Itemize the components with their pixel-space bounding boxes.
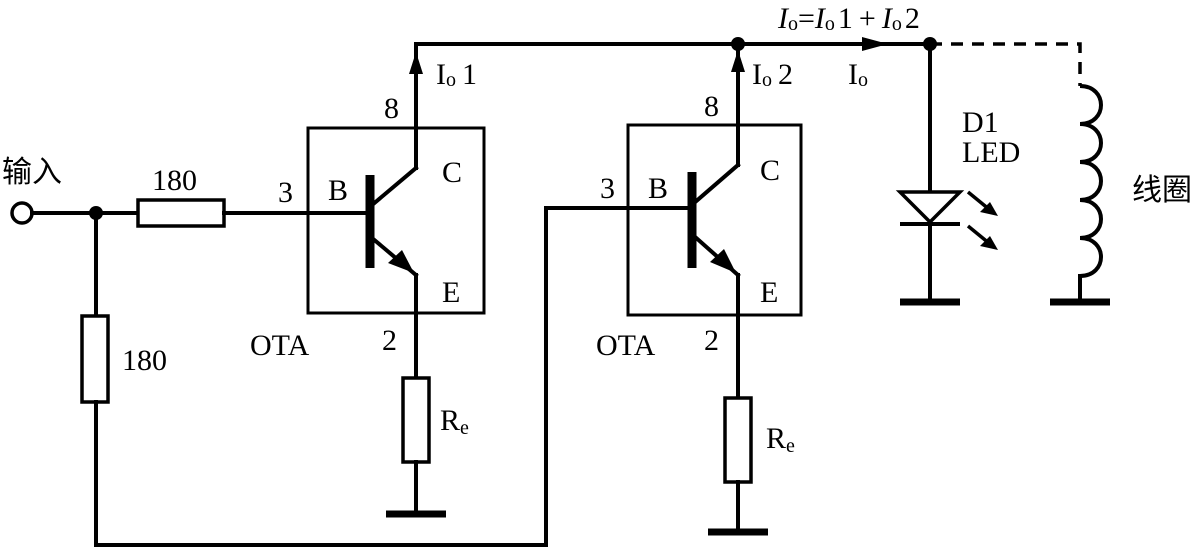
ota1-re-label: Re xyxy=(440,404,469,439)
ota2-emitter-resistor xyxy=(723,396,753,484)
ota2-current-arrow xyxy=(731,50,745,72)
ota2-e-label: E xyxy=(760,276,778,309)
ota1-c-label: C xyxy=(442,156,462,189)
ota2-pin-emitter: 2 xyxy=(704,324,719,357)
ota1-e-label: E xyxy=(442,276,460,309)
ota1-collector-leg xyxy=(369,165,419,208)
input-terminal xyxy=(10,201,34,225)
ota2-pin-base: 3 xyxy=(600,172,615,205)
ota2-box xyxy=(626,123,803,317)
coil-dashed-wire xyxy=(930,42,1082,86)
output-current-arrow xyxy=(862,37,888,51)
ota2-label: OTA xyxy=(596,329,656,362)
ota1-label: OTA xyxy=(250,329,310,362)
ota1-emitter-arrow xyxy=(388,250,414,273)
ota2-re-label: Re xyxy=(766,422,795,457)
ota1-pin-emitter: 2 xyxy=(382,324,397,357)
ota1-pin-collector: 8 xyxy=(384,92,399,125)
ota2-emitter-arrow xyxy=(710,249,736,273)
input-resistor xyxy=(136,198,226,228)
coil-inductor xyxy=(1079,84,1103,278)
ota1-box xyxy=(306,126,486,315)
bus-junction-ota2 xyxy=(731,37,745,51)
ota2-collector-leg xyxy=(691,162,741,206)
shunt-resistor-label: 180 xyxy=(122,344,167,377)
led-diode-triangle xyxy=(895,190,965,225)
led-light-arrow-2 xyxy=(980,236,998,250)
input-resistor-label: 180 xyxy=(152,164,197,197)
ota2-pin-collector: 8 xyxy=(704,90,719,123)
shunt-resistor xyxy=(80,314,110,404)
ota2-b-label: B xyxy=(648,172,668,205)
led-d1-label: D1 xyxy=(962,106,999,139)
ota1-b-label: B xyxy=(328,174,348,207)
led-light-arrow-1 xyxy=(980,202,998,216)
coil-label: 线圈 xyxy=(1132,173,1192,208)
io-label: Io xyxy=(848,58,868,91)
ota1-pin-base: 3 xyxy=(278,176,293,209)
bottom-return-wire xyxy=(94,206,694,547)
led-type-label: LED xyxy=(962,136,1020,169)
ota1-emitter-resistor xyxy=(401,376,431,464)
ota2-c-label: C xyxy=(760,154,780,187)
input-label: 输入 xyxy=(2,155,62,190)
ota1-current-arrow xyxy=(409,52,423,74)
